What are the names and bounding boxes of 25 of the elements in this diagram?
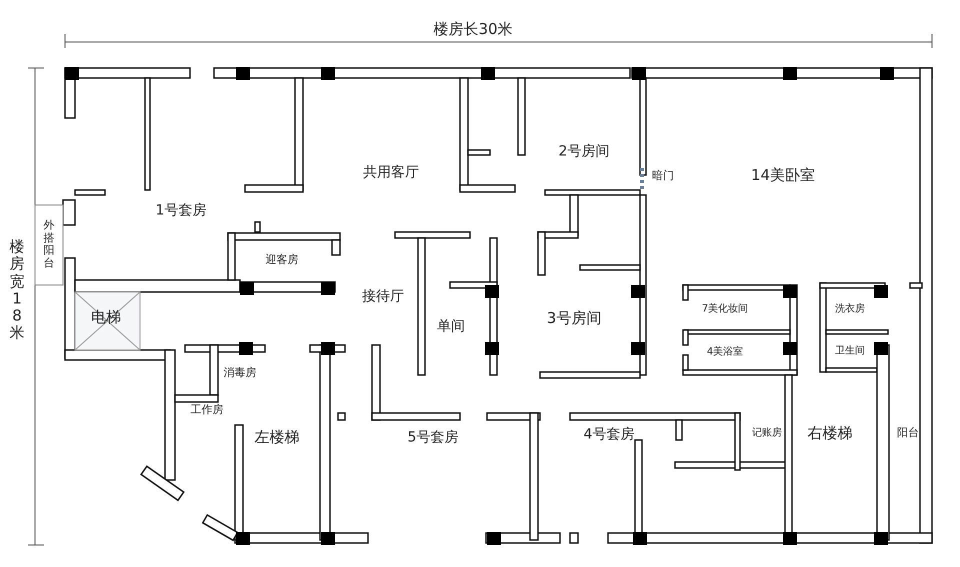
dimension-label: 楼房宽18米 — [9, 238, 25, 342]
room-label: 5号套房 — [408, 430, 458, 446]
elevator-label: 电梯 — [91, 308, 121, 326]
dimension-label: 楼房长30米 — [433, 20, 513, 38]
room-label: 单间 — [437, 319, 465, 335]
room-label: 3号房间 — [546, 310, 602, 326]
room-label: 共用客厅 — [363, 165, 419, 181]
room-label: 迎客房 — [266, 254, 298, 266]
room-label: 4号套房 — [584, 427, 634, 443]
room-label: 4美浴室 — [706, 346, 744, 358]
room-label: 1号套房 — [156, 203, 206, 219]
room-label: 洗衣房 — [835, 304, 865, 314]
room-label: 消毒房 — [224, 366, 256, 380]
room-label: 记账房 — [752, 428, 782, 438]
room-label: 接待厅 — [362, 289, 404, 305]
room-label: 工作房 — [190, 404, 224, 416]
stair-label: 右楼梯 — [808, 424, 852, 442]
stair-label: 左楼梯 — [254, 428, 300, 446]
room-label: 14美卧室 — [750, 166, 816, 184]
door-label: 暗门 — [652, 170, 674, 182]
balcony-label: 阳台 — [897, 426, 919, 440]
room-label: 2号房间 — [558, 144, 610, 160]
balcony-label: 外搭阳台 — [43, 220, 55, 270]
room-label: 卫生间 — [835, 346, 865, 356]
room-label: 7美化妆间 — [702, 304, 748, 314]
